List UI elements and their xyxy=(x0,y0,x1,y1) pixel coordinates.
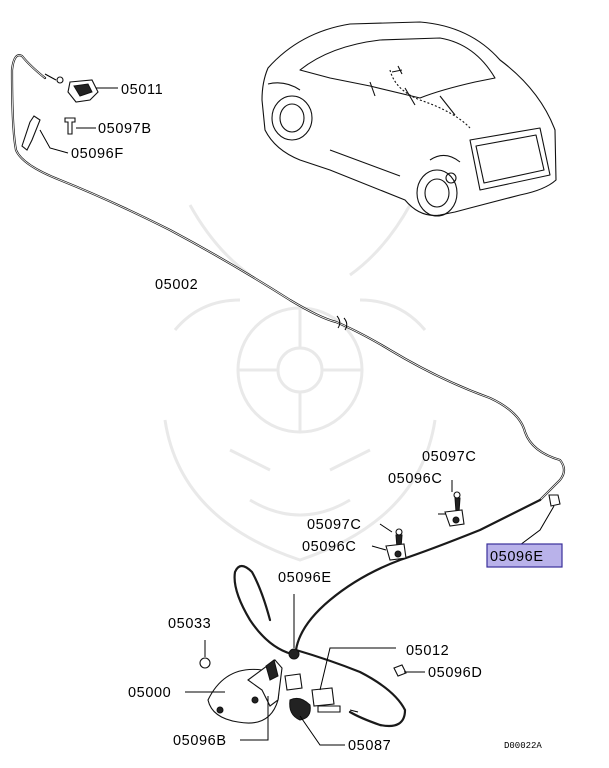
label-05096b[interactable]: 05096B xyxy=(173,733,227,749)
clip-parts xyxy=(371,480,561,561)
label-05096c-a[interactable]: 05096C xyxy=(388,471,442,487)
release-cable xyxy=(10,54,566,728)
label-05012[interactable]: 05012 xyxy=(406,643,449,659)
label-05096f[interactable]: 05096F xyxy=(71,146,124,162)
label-05096d[interactable]: 05096D xyxy=(428,665,482,681)
label-05002[interactable]: 05002 xyxy=(155,277,198,293)
lever-parts xyxy=(21,73,118,154)
label-05097c-b[interactable]: 05097C xyxy=(307,517,361,533)
selected-part-highlight xyxy=(486,543,563,568)
label-05097b[interactable]: 05097B xyxy=(98,121,152,137)
label-05033[interactable]: 05033 xyxy=(168,616,211,632)
label-05097c-a[interactable]: 05097C xyxy=(422,449,476,465)
label-05087[interactable]: 05087 xyxy=(348,738,391,754)
label-05000[interactable]: 05000 xyxy=(128,685,171,701)
label-05096e-selected[interactable]: 05096E xyxy=(490,549,544,565)
label-05011[interactable]: 05011 xyxy=(121,82,163,98)
vehicle-illustration xyxy=(261,21,557,217)
label-05096e[interactable]: 05096E xyxy=(278,570,332,586)
watermark-emblem xyxy=(163,204,437,562)
label-05096c-b[interactable]: 05096C xyxy=(302,539,356,555)
fuel-lid-assembly xyxy=(185,594,425,746)
diagram-code: D00022A xyxy=(504,741,542,751)
